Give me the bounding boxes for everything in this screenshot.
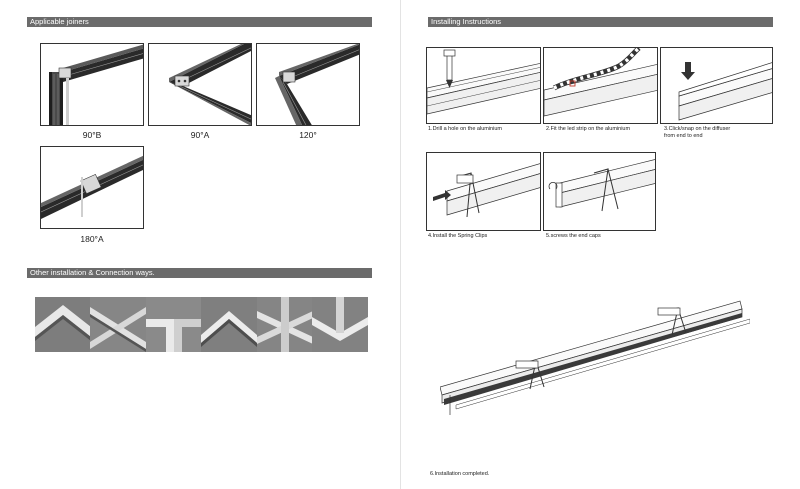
step-4-caption: 4.Install the Spring Clips: [428, 233, 488, 239]
connection-way-tile: [312, 297, 368, 352]
connection-way-tile: [201, 297, 257, 352]
joiner-120-image: [256, 43, 360, 126]
joiner-90b-caption: 90°B: [82, 130, 102, 140]
step-5-caption: 5.screws the end caps: [546, 233, 601, 239]
joiner-90b-image: [40, 43, 144, 126]
step-3-caption-line1: 3.Click/snap on the diffuser: [664, 126, 731, 132]
joiner-90a-caption: 90°A: [190, 130, 210, 140]
connection-ways-strip: [35, 297, 368, 352]
step-2-caption: 2.Fit the led strip on the aluminium: [546, 126, 631, 132]
connection-way-tile: [90, 297, 146, 352]
installing-instructions-header: Installing Instructions: [428, 17, 773, 27]
joiner-180a-image: [40, 146, 144, 229]
joiner-90a-image: [148, 43, 252, 126]
step-5-image: [543, 152, 656, 231]
step-3-caption: 3.Click/snap on the diffuser from end to…: [664, 126, 730, 140]
step-3-caption-line2: from end to end: [664, 133, 703, 139]
page-divider: [400, 0, 401, 489]
joiner-180a-caption: 180°A: [80, 234, 104, 244]
step-3-image: [660, 47, 773, 124]
step-4-image: [426, 152, 541, 231]
applicable-joiners-header: Applicable joiners: [27, 17, 372, 27]
step-1-image: [426, 47, 541, 124]
connection-way-tile: [35, 297, 91, 352]
connection-way-tile: [146, 297, 202, 352]
other-installation-header: Other installation & Connection ways.: [27, 268, 372, 278]
connection-way-tile: [257, 297, 313, 352]
step-2-image: [543, 47, 658, 124]
joiner-120-caption: 120°: [299, 130, 317, 140]
step-6-image: [440, 300, 750, 415]
step-1-caption: 1.Drill a hole on the aluminium: [428, 126, 502, 132]
step-6-caption: 6.Installation completed.: [430, 471, 490, 477]
